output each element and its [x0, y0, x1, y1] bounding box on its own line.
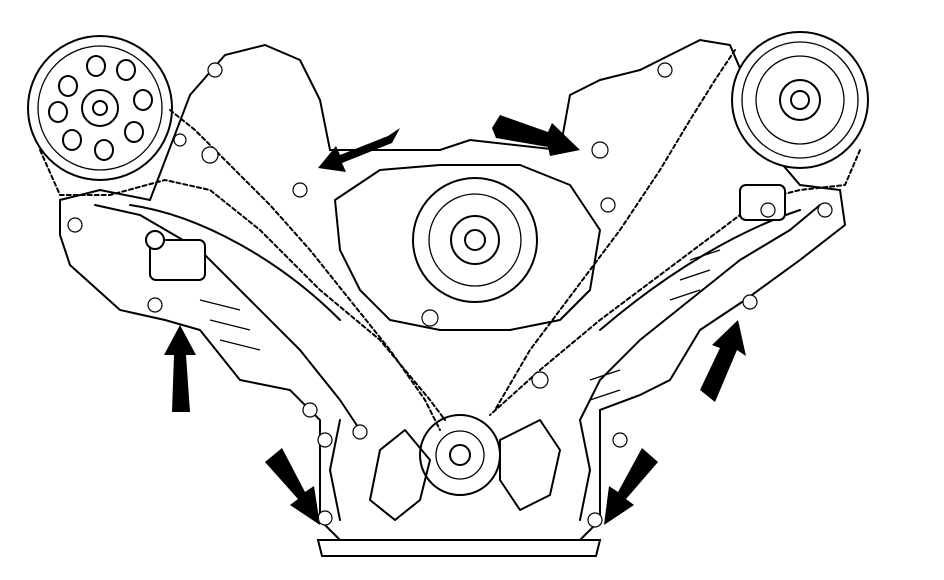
cover-inner-mid [329, 419, 591, 521]
left-cam-hole-4 [133, 89, 153, 111]
left-cam-sprocket [27, 35, 173, 181]
bolt-boss [317, 510, 333, 526]
bolt-boss [207, 62, 223, 78]
left-cam-bolt [92, 100, 108, 116]
cover-bolts [67, 62, 833, 528]
right-cam-sprocket [731, 31, 869, 169]
oil-pan-rail [316, 539, 602, 557]
crank-sprocket-ring [435, 430, 485, 480]
left-cam-hole-7 [62, 129, 82, 151]
bolt-boss [760, 202, 776, 218]
left-cam-hole-6 [94, 139, 114, 161]
right-timing-chain [489, 49, 861, 416]
bolt-boss [147, 297, 163, 313]
left-cam-sprocket-rim [37, 45, 163, 171]
arrows [164, 115, 746, 525]
water-pump-pulley [412, 177, 538, 303]
bolt-boss [817, 202, 833, 218]
bolt-boss [591, 141, 609, 159]
cover-inner-left [94, 204, 361, 431]
left-tensioner [149, 239, 206, 281]
bolt-boss [317, 432, 333, 448]
bolt-boss [531, 371, 549, 389]
bolt-boss [292, 182, 308, 198]
right-cam-bolt [790, 90, 810, 110]
left-cam-hole-8 [48, 101, 68, 123]
left-cam-hole-1 [58, 75, 78, 97]
bolt-boss [421, 309, 439, 327]
left-timing-chain [39, 109, 446, 431]
bolt-boss [657, 62, 673, 78]
cover-inner-right [579, 204, 821, 421]
bolt-boss [173, 133, 187, 147]
bolt-boss [587, 512, 603, 528]
water-pump-body [334, 164, 601, 331]
bolt-boss [302, 402, 318, 418]
bolt-boss [600, 197, 616, 213]
arrow-icon [265, 448, 320, 525]
bolt-boss [201, 146, 219, 164]
bolt-boss [742, 294, 758, 310]
crank-sprocket [419, 414, 501, 496]
right-chain-upper [489, 149, 861, 416]
pulley-center [464, 229, 486, 251]
pulley-ring [428, 193, 522, 287]
left-chain-lower [169, 109, 441, 431]
left-tensioner-bolt [145, 230, 165, 250]
arrow-icon [164, 325, 196, 412]
arrow-icon [318, 128, 400, 172]
right-cam-ring-1 [755, 55, 845, 145]
oil-pump-body [369, 429, 431, 521]
bolt-boss [612, 432, 628, 448]
crank-center [449, 444, 471, 466]
lower-right-detail [499, 419, 561, 511]
left-cam-hole-2 [86, 55, 106, 77]
right-cam-sprocket-rim [741, 41, 859, 159]
arrow-icon [700, 320, 746, 402]
bolt-boss [352, 424, 368, 440]
arrow-icon [604, 448, 658, 525]
left-side-ribs [199, 299, 261, 351]
bolt-boss [67, 217, 83, 233]
arrow-icon [492, 115, 580, 156]
left-cam-hole-3 [116, 59, 136, 81]
left-cam-hole-5 [124, 121, 144, 143]
left-chain-guide [129, 204, 341, 321]
right-chain-lower [494, 49, 736, 411]
right-side-ribs [589, 249, 721, 401]
